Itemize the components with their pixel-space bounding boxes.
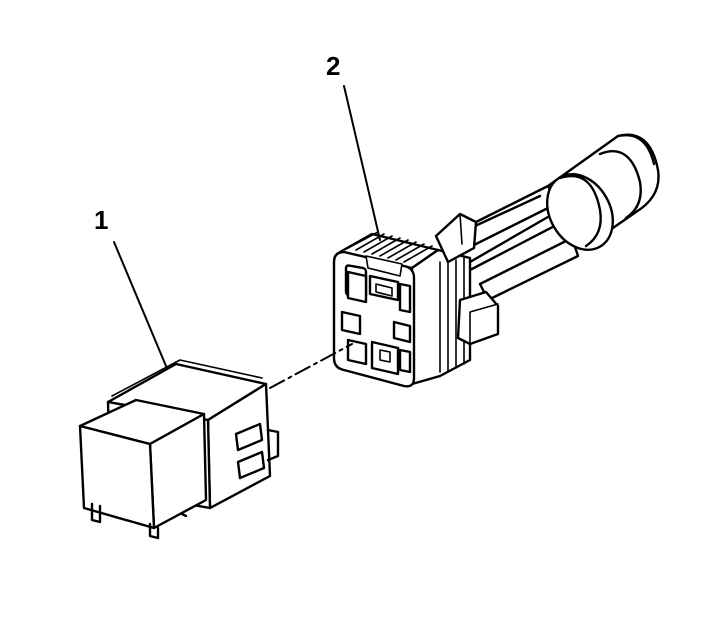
callout-label-2: 2: [326, 51, 341, 81]
alignment-centerline: [269, 343, 353, 389]
callout-label-1: 1: [94, 205, 109, 235]
wire-loom-sleeve: [546, 133, 660, 251]
leader-line-1: [113, 241, 167, 367]
relay-connector: [332, 212, 500, 388]
leader-line-2: [343, 85, 381, 241]
relay: [78, 359, 280, 540]
